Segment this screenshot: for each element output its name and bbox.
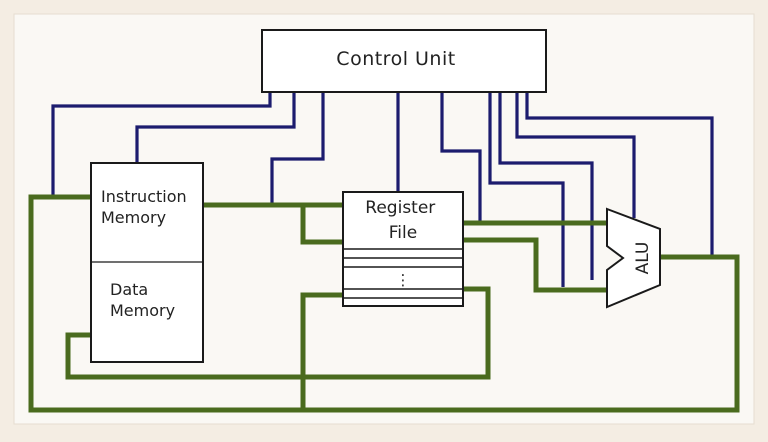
register-ellipsis-icon: ⋮ xyxy=(396,271,411,289)
data-line-register-file-to-alu-b xyxy=(463,237,607,293)
alu-block: ALU xyxy=(606,207,661,309)
control-line-alu-output xyxy=(525,92,714,255)
control-line-alu-input-a xyxy=(488,92,565,287)
control-line-mux-b xyxy=(440,92,482,223)
control-line-data-memory xyxy=(135,92,296,163)
register-file-label: Register File xyxy=(365,198,440,243)
alu-label: ALU xyxy=(633,242,653,275)
control-line-alu-op xyxy=(515,92,636,218)
register-file-block: Register File ⋮ xyxy=(342,191,464,307)
data-memory-label: Data Memory xyxy=(110,280,175,320)
data-line-instruction-memory-left xyxy=(28,194,740,413)
data-lines xyxy=(28,194,740,413)
control-unit-label: Control Unit xyxy=(336,48,455,70)
data-line-register-file-loop xyxy=(300,202,343,245)
memory-block: Instruction Memory Data Memory xyxy=(90,162,204,363)
control-line-instruction-memory xyxy=(51,92,272,197)
instruction-memory-label: Instruction Memory xyxy=(101,187,192,227)
data-line-writeback-to-register-file xyxy=(300,292,343,410)
control-unit-block: Control Unit xyxy=(261,29,547,93)
control-line-mux-a xyxy=(270,92,325,205)
data-line-register-file-to-data-memory xyxy=(65,286,491,380)
